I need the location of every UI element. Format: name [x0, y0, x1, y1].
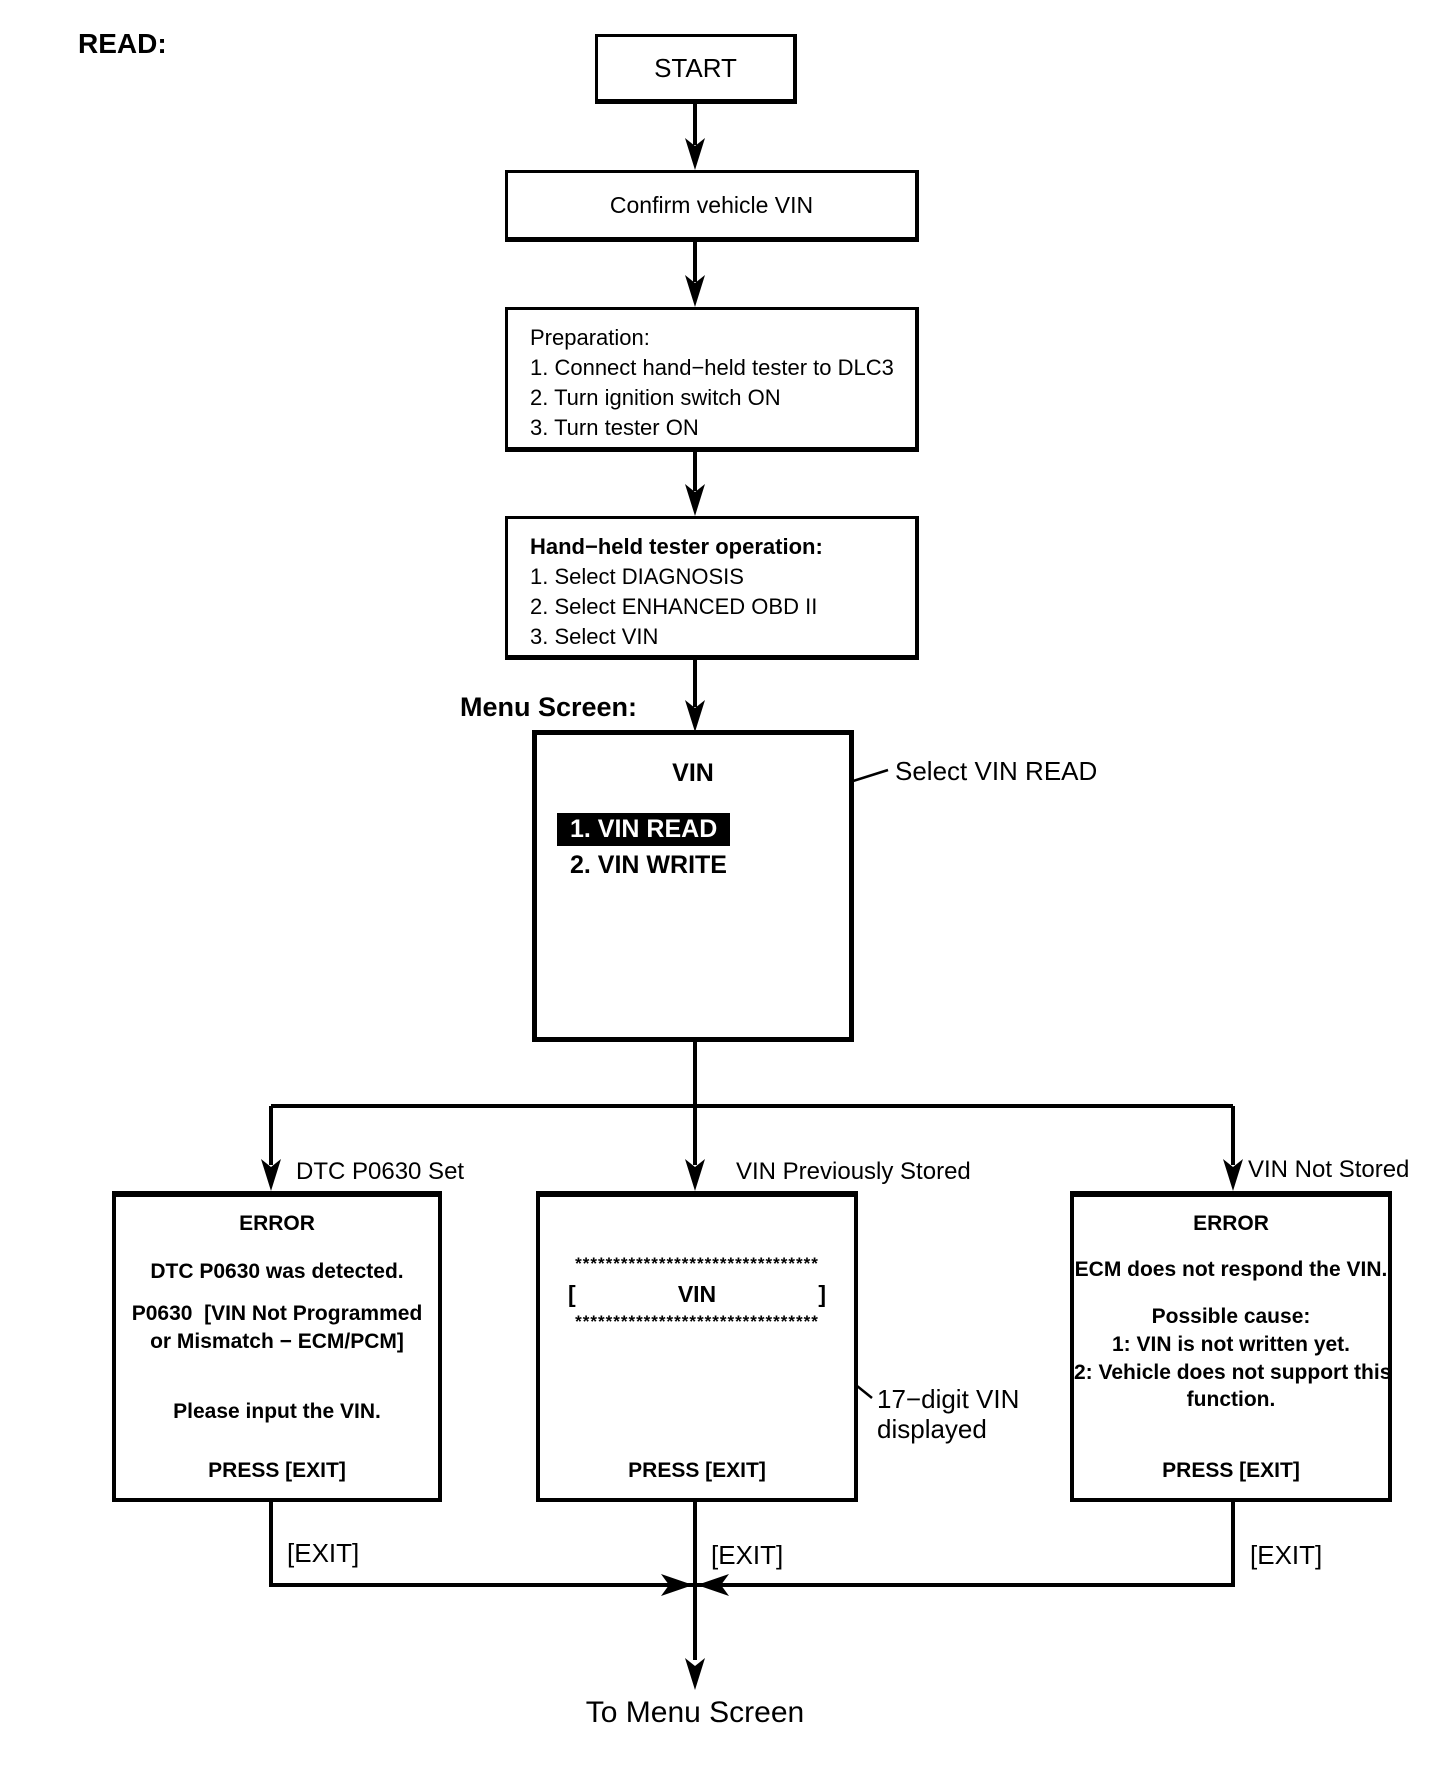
tester-operation-step: 3. Select VIN [530, 624, 659, 649]
tester-operation-title: Hand−held tester operation: [530, 534, 823, 559]
menu-item-vin-write-label: 2. VIN WRITE [570, 851, 727, 879]
error-line: ECM does not respond the VIN. [1074, 1258, 1388, 1281]
tester-operation-box: Hand−held tester operation: 1. Select DI… [505, 516, 919, 660]
error-line: P0630 [VIN Not Programmed [131, 1302, 423, 1325]
error-line: or Mismatch − ECM/PCM] [150, 1330, 404, 1353]
error-line: 1: VIN is not written yet. [1111, 1333, 1351, 1356]
vin-display-screen: ******************************** [ VIN ]… [536, 1191, 858, 1502]
arrowhead-left-icon [697, 1574, 729, 1596]
menu-screen-box: VIN 1. VIN READ 2. VIN WRITE [532, 730, 854, 1042]
preparation-step: 1. Connect hand−held tester to DLC3 [530, 355, 894, 380]
arrowhead-down-icon [685, 138, 705, 170]
asterisk-border: ******************************** [575, 1254, 819, 1273]
error-line: function. [1186, 1388, 1276, 1411]
press-exit-label: PRESS [EXIT] [628, 1459, 766, 1482]
error-line: Possible cause: [1151, 1305, 1311, 1328]
error-line: 2: Vehicle does not support this [1074, 1361, 1392, 1384]
vin-value-row: [ VIN ] [568, 1281, 826, 1308]
arrowhead-down-icon [685, 1658, 705, 1690]
section-read-label: READ: [78, 28, 167, 59]
flow-lines [269, 103, 1235, 1660]
start-label: START [654, 52, 737, 83]
arrowhead-down-icon [1223, 1159, 1243, 1191]
vin-bracket-open: [ [568, 1281, 576, 1307]
arrowhead-down-icon [261, 1159, 281, 1191]
branch-label-vin-previously-stored: VIN Previously Stored [736, 1158, 971, 1185]
menu-screen-label: Menu Screen: [460, 692, 638, 722]
vin-digits-annotation-line2: displayed [877, 1414, 987, 1444]
error-title: ERROR [1193, 1212, 1269, 1235]
tester-operation-step: 2. Select ENHANCED OBD II [530, 594, 818, 619]
exit-label-left: [EXIT] [287, 1538, 360, 1568]
vin-digits-annotation-line1: 17−digit VIN [877, 1384, 1020, 1414]
branch-label-vin-not-stored: VIN Not Stored [1248, 1156, 1410, 1183]
press-exit-label: PRESS [EXIT] [208, 1459, 346, 1482]
select-vin-read-annotation: Select VIN READ [895, 756, 1098, 786]
error-line: DTC P0630 was detected. [150, 1260, 404, 1283]
to-menu-screen-label: To Menu Screen [585, 1696, 805, 1729]
arrowhead-down-icon [685, 700, 705, 732]
preparation-step: 3. Turn tester ON [530, 415, 699, 440]
start-box: START [595, 34, 797, 104]
tester-operation-step: 1. Select DIAGNOSIS [530, 564, 744, 589]
arrowhead-down-icon [685, 1159, 705, 1191]
asterisk-border: ******************************** [575, 1312, 819, 1331]
vin-bracket-close: ] [818, 1281, 826, 1307]
error-title: ERROR [239, 1212, 315, 1235]
press-exit-label: PRESS [EXIT] [1162, 1459, 1300, 1482]
menu-item-vin-write: 2. VIN WRITE [570, 851, 727, 880]
confirm-vin-box: Confirm vehicle VIN [505, 170, 919, 242]
preparation-step: 2. Turn ignition switch ON [530, 385, 781, 410]
arrowhead-down-icon [685, 275, 705, 307]
arrowheads [261, 138, 1243, 1690]
error-screen-vin-not-stored: ERROR ECM does not respond the VIN. Poss… [1070, 1191, 1392, 1502]
menu-title: VIN [672, 759, 714, 787]
confirm-vin-label: Confirm vehicle VIN [609, 191, 814, 218]
preparation-title: Preparation: [530, 325, 650, 350]
menu-item-vin-read: 1. VIN READ [557, 813, 731, 846]
preparation-box: Preparation: 1. Connect hand−held tester… [505, 307, 919, 452]
vin-value-label: VIN [677, 1281, 717, 1307]
arrowhead-down-icon [685, 484, 705, 516]
error-line: Please input the VIN. [173, 1400, 381, 1423]
arrowhead-right-icon [661, 1574, 693, 1596]
menu-item-vin-read-label: 1. VIN READ [570, 815, 718, 843]
error-screen-dtc-p0630: ERROR DTC P0630 was detected. P0630 [VIN… [112, 1191, 442, 1502]
exit-label-center: [EXIT] [711, 1540, 784, 1570]
exit-label-right: [EXIT] [1250, 1540, 1323, 1570]
branch-label-dtc-p0630-set: DTC P0630 Set [296, 1158, 465, 1185]
